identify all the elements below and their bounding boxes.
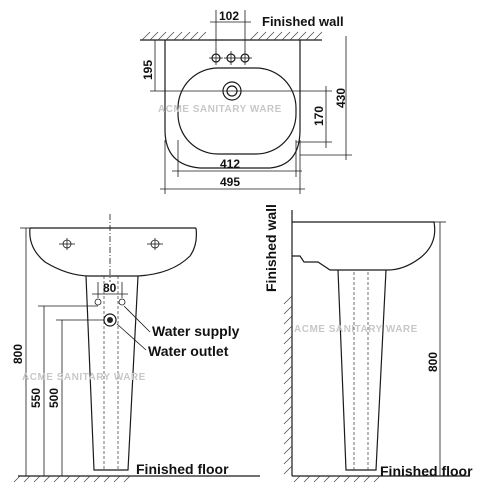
side-floor-hatch [293, 475, 381, 483]
supply-pipes [94, 282, 126, 306]
dim-bowl-depth: 170 [312, 106, 326, 126]
dim-depth-back: 195 [141, 60, 155, 80]
water-outlet-leader [116, 323, 147, 351]
front-dim-outlet: 500 [47, 388, 61, 408]
front-view: 80 Water supply Water outlet 800 550 500 [11, 214, 260, 483]
side-basin-profile [292, 221, 436, 271]
side-watermark: ACME SANITARY WARE [294, 324, 418, 335]
front-dim-height: 800 [11, 344, 25, 364]
water-outlet-label: Water outlet [148, 343, 229, 359]
top-wall-label: Finished wall [262, 14, 344, 29]
front-basin-body [29, 227, 197, 277]
front-floor-hatch [13, 475, 131, 483]
dim-pipe-spacing: 80 [103, 281, 117, 295]
side-floor-label: Finished floor [380, 463, 473, 479]
front-tap-right [147, 238, 163, 250]
front-watermark: ACME SANITARY WARE [22, 372, 146, 383]
top-basin-outline [164, 40, 301, 169]
side-wall-label: Finished wall [263, 204, 279, 292]
side-dim-height: 800 [426, 352, 440, 372]
dim-total-depth: 430 [334, 88, 348, 108]
water-supply-label: Water supply [152, 323, 240, 339]
side-pedestal [337, 269, 387, 471]
side-view: Finished wall 800 Finished floor ACME SA… [263, 204, 473, 483]
top-bowl [177, 67, 297, 155]
top-view: Finished wall 102 195 170 430 [140, 9, 352, 194]
dim-total-width: 495 [220, 175, 240, 189]
front-floor-label: Finished floor [136, 461, 229, 477]
top-watermark: ACME SANITARY WARE [158, 104, 282, 115]
side-wall-hatch [283, 295, 293, 475]
front-pedestal [85, 275, 139, 471]
front-tap-left [59, 238, 75, 250]
front-dim-supply: 550 [29, 388, 43, 408]
dim-faucet-spacing: 102 [219, 9, 239, 23]
top-wall-hatch [140, 31, 323, 41]
water-supply-leader [123, 305, 151, 333]
dim-bowl-width: 412 [220, 157, 240, 171]
